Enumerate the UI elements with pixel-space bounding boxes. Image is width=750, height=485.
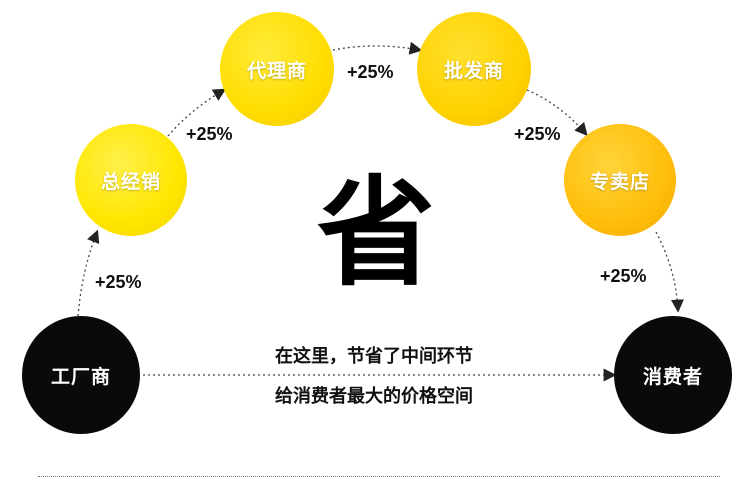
arrow-store-to-consumer (655, 231, 684, 313)
node-factory-label: 工厂商 (50, 365, 111, 388)
markup-store-to-consumer: +25% (600, 266, 647, 286)
center-character: 省 (316, 164, 435, 302)
node-agent-label: 代理商 (246, 59, 307, 82)
node-general-distributor-label: 总经销 (100, 170, 161, 193)
node-consumer-label: 消费者 (642, 365, 703, 388)
node-agent: 代理商 (220, 12, 334, 126)
node-retail-store-label: 专卖店 (589, 170, 650, 193)
node-retail-store: 专卖店 (564, 124, 676, 236)
markup-general-to-agent: +25% (186, 124, 233, 144)
node-general-distributor: 总经销 (75, 124, 187, 236)
node-consumer: 消费者 (614, 316, 732, 434)
arrow-general-to-agent (167, 88, 227, 137)
node-factory: 工厂商 (22, 316, 140, 434)
markup-factory-to-general: +25% (95, 272, 142, 292)
bottom-divider (38, 476, 720, 477)
caption-line-1: 在这里，节省了中间环节 (275, 346, 473, 367)
markup-agent-to-wholesaler: +25% (347, 62, 394, 82)
arrow-wholesaler-to-store (526, 89, 588, 136)
node-wholesaler: 批发商 (417, 12, 531, 126)
caption-line-2: 给消费者最大的价格空间 (275, 386, 473, 407)
node-wholesaler-label: 批发商 (443, 59, 504, 82)
arrow-agent-to-wholesaler (332, 41, 423, 55)
markup-wholesaler-to-store: +25% (514, 124, 561, 144)
